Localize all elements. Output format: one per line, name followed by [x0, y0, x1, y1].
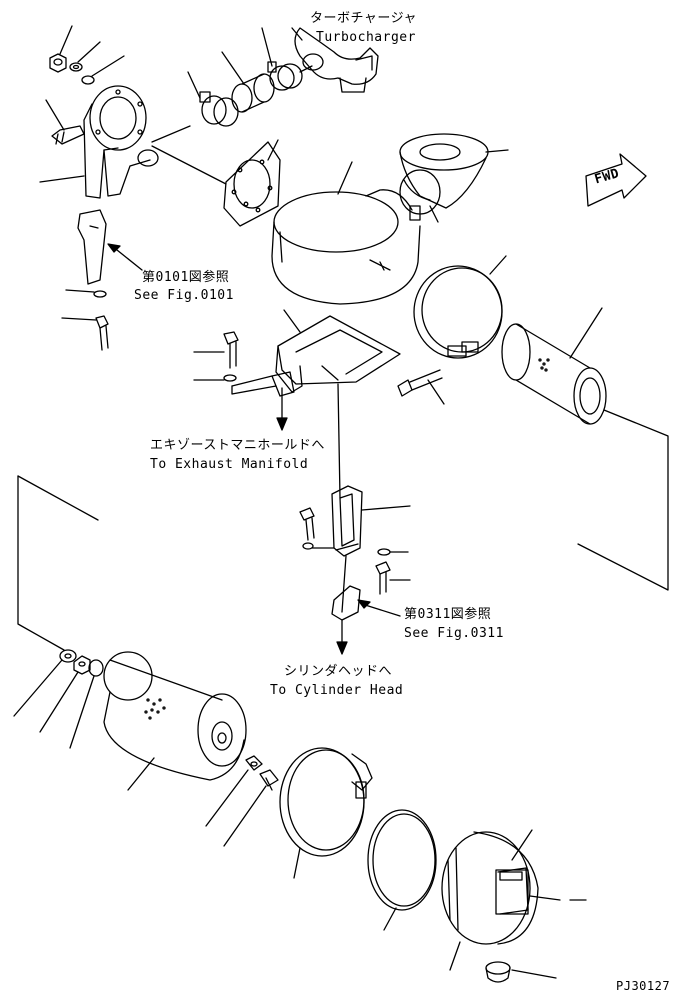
- band-clamp-ring: [413, 265, 503, 359]
- wing-nut-center-1: [245, 755, 263, 771]
- washer-top-left: [69, 62, 83, 72]
- washer-lower-left: [93, 290, 107, 298]
- alignment-line-left-top: [17, 475, 99, 521]
- wing-nut-lower-left: [59, 649, 77, 663]
- exhaust-label-en: To Exhaust Manifold: [150, 457, 309, 472]
- fwd-arrow: [585, 153, 647, 207]
- wing-nut-center-2: [259, 769, 279, 791]
- exhaust-label-jp: エキゾーストマニホールドへ: [150, 438, 325, 453]
- cylinder-arrow-head: [336, 641, 348, 655]
- lower-support-bracket: [331, 585, 361, 621]
- fig0101-label-en: See Fig.0101: [134, 288, 234, 303]
- bolt-lower-right: [375, 561, 391, 595]
- gasket-alignment-line: [151, 145, 227, 185]
- intake-elbow: [399, 133, 489, 221]
- lower-bracket-arrow: [357, 599, 371, 609]
- dust-cup-cover: [441, 831, 539, 945]
- elbow-to-clamp-line: [151, 125, 191, 143]
- cylinder-label-en: To Cylinder Head: [270, 683, 404, 698]
- turbo-leader: [291, 27, 303, 41]
- washer-lower-right: [377, 548, 391, 556]
- band-clamp-bolt: [397, 369, 443, 397]
- turbocharger-label-jp: ターボチャージャ: [310, 11, 417, 26]
- nut-top-left: [49, 53, 67, 73]
- elbow-connector: [83, 85, 159, 199]
- turbocharger-label-en: Turbocharger: [316, 30, 416, 45]
- elbow-bracket: [77, 209, 107, 285]
- sensor-plug: [51, 125, 85, 145]
- bolt-lower-left: [95, 315, 109, 351]
- cylinder-label-jp: シリンダヘッドへ: [284, 664, 393, 679]
- washer-center-left: [223, 374, 237, 382]
- bolt-center-left: [223, 331, 239, 369]
- gasket-plate: [223, 141, 281, 227]
- upper-air-cleaner-body: [271, 189, 421, 305]
- evacuator-valve: [485, 961, 511, 983]
- fig0101-label-jp: 第0101図参照: [142, 270, 230, 285]
- fig0311-label-jp: 第0311図参照: [404, 607, 492, 622]
- bracket-arrow: [107, 243, 121, 253]
- filter-alignment-line: [577, 409, 669, 591]
- band-clamp-large: [279, 747, 373, 857]
- lock-washer-top-left: [81, 75, 95, 85]
- bolt-lower-center: [299, 507, 315, 541]
- fig0311-label-en: See Fig.0311: [404, 626, 504, 641]
- o-ring: [367, 809, 437, 911]
- inner-filter-element: [501, 323, 607, 425]
- lower-bracket: [331, 485, 363, 557]
- seal-ring-lower-left: [88, 659, 104, 677]
- clamp-small-2: [267, 61, 303, 91]
- washer-lower-left-a: [73, 655, 91, 675]
- washer-lower-center: [302, 542, 314, 550]
- drawing-number: PJ30127: [616, 979, 671, 993]
- exhaust-arrow-head: [276, 417, 288, 431]
- mounting-bracket-center: [271, 315, 401, 397]
- vertical-alignment-line: [337, 383, 341, 499]
- turbocharger-outline: [294, 27, 379, 93]
- alignment-line-left: [17, 475, 65, 651]
- hose-connector: [231, 73, 275, 113]
- outer-filter-element: [103, 651, 247, 781]
